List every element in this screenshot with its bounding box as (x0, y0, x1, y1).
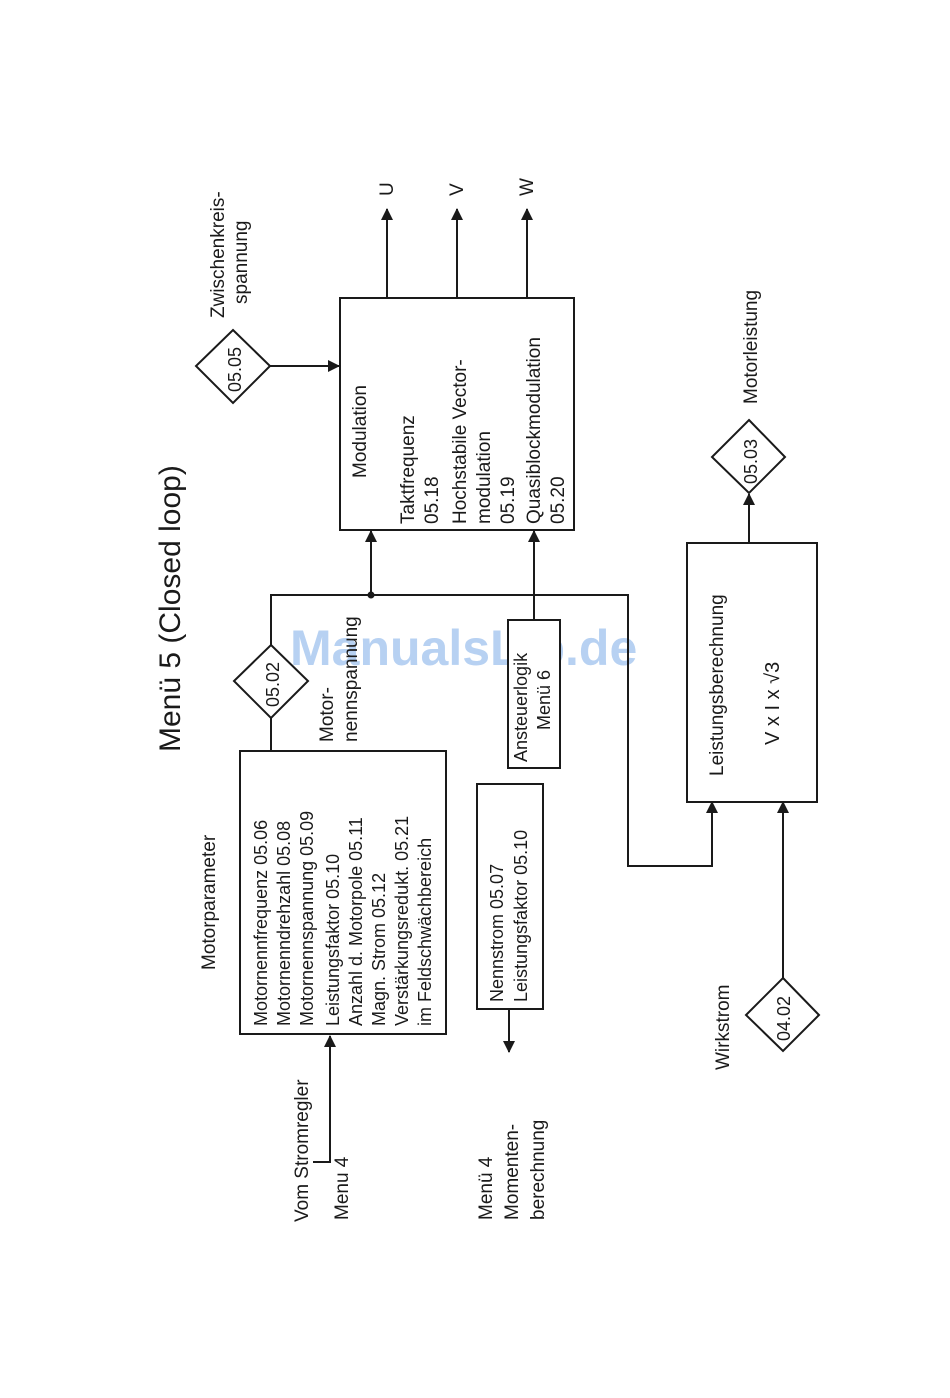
motor-param-line: Verstärkungsredukt. 05.21 (392, 816, 412, 1026)
param-label-0505: Zwischenkreis- (208, 191, 229, 318)
watermark: ManualsLib.de (290, 620, 637, 676)
param-label-0502: nennspannung (341, 616, 362, 742)
modulation-line: Quasiblockmodulation (524, 337, 545, 524)
motor-param-line: Magn. Strom 05.12 (369, 873, 389, 1026)
motor-param-line: Motornennfrequenz 05.06 (251, 820, 271, 1026)
motor-params-heading: Motorparameter (199, 834, 220, 970)
param-diamond-0503 (710, 418, 787, 495)
power-calc-formula: V x I x √3 (762, 662, 784, 745)
modulation-line: 05.19 (498, 476, 519, 524)
param-diamond-0505 (194, 328, 272, 405)
modulation-line: 05.18 (422, 476, 443, 524)
param-label-0505: spannung (231, 221, 252, 304)
current-param-line: Nennstrom 05.07 (487, 864, 507, 1002)
torque-dest-label: Menü 4 (476, 1156, 497, 1220)
source-label: Menu 4 (332, 1156, 353, 1220)
param-diamond-0402 (744, 976, 821, 1053)
motor-param-line: Motornenndrehzahl 05.08 (274, 821, 294, 1026)
output-label-u: U (377, 182, 398, 196)
param-label-0402: Wirkstrom (713, 985, 734, 1070)
torque-dest-label: Momenten- (502, 1124, 523, 1220)
signal-bus (270, 594, 718, 867)
power-calc-box (686, 542, 818, 803)
param-code-0402: 04.02 (774, 996, 794, 1041)
output-label-v: V (447, 183, 468, 196)
torque-dest-label: berechnung (528, 1120, 549, 1220)
page-title: Menü 5 (Closed loop) (154, 465, 187, 752)
power-calc-title: Leistungsberechnung (707, 594, 728, 776)
modulation-line: Taktfrequenz (398, 415, 419, 524)
motor-param-line: Leistungsfaktor 05.10 (323, 854, 343, 1026)
modulation-line: 05.20 (548, 476, 569, 524)
motor-param-line: Anzahl d. Motorpole 05.11 (346, 817, 366, 1026)
modulation-line: modulation (474, 431, 495, 524)
modulation-title: Modulation (350, 385, 371, 478)
motor-param-line: im Feldschwächbereich (415, 838, 435, 1026)
param-code-0505: 05.05 (225, 347, 245, 392)
motor-param-line: Motornennspannung 05.09 (297, 811, 317, 1026)
param-label-0502: Motor- (317, 687, 338, 742)
input-connector (313, 1035, 336, 1163)
motor-params-box (239, 750, 447, 1035)
control-logic-label: Menü 6 (534, 670, 554, 730)
motor-params-list: Motornennfrequenz 05.06 Motornenndrehzah… (251, 811, 435, 1026)
param-diamond-0502 (232, 643, 310, 720)
modulation-box (339, 297, 575, 531)
control-logic-label: Ansteuerlogik (511, 652, 531, 762)
current-param-line: Leistungsfaktor 05.10 (511, 830, 531, 1002)
param-code-0502: 05.02 (263, 662, 283, 707)
output-label-w: W (517, 178, 538, 196)
source-label: Vom Stromregler (292, 1079, 313, 1222)
param-label-0503: Motorleistung (741, 290, 762, 404)
modulation-line: Hochstabile Vector- (450, 359, 471, 524)
param-code-0503: 05.03 (741, 439, 761, 484)
